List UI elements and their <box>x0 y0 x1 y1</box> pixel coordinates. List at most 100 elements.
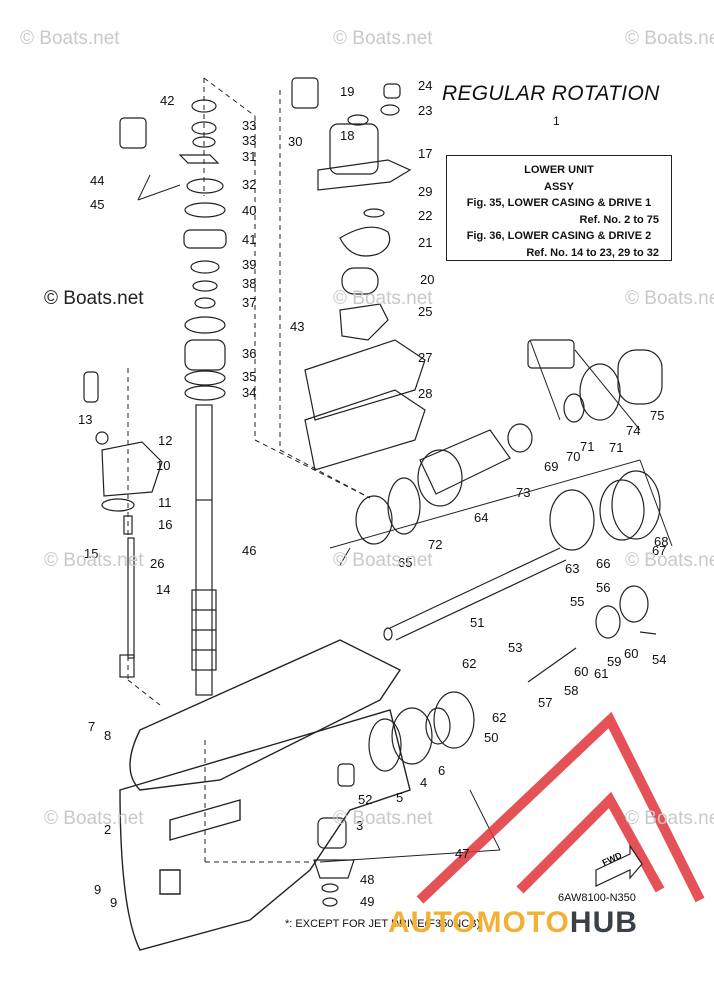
callout-number: 5 <box>396 790 403 805</box>
callout-number: 9 <box>110 895 117 910</box>
callout-number: 13 <box>78 412 92 427</box>
leader-lines <box>137 174 673 863</box>
assy-line: Ref. No. 2 to 75 <box>579 213 659 226</box>
watermark: © Boats.net <box>333 808 433 829</box>
callout-number: 34 <box>242 385 256 400</box>
watermark-dark: © Boats.net <box>44 288 144 309</box>
callout-number: 16 <box>158 517 172 532</box>
callout-number: 71 <box>609 440 623 455</box>
callout-number: 67 <box>652 543 666 558</box>
callout-number: 31 <box>242 149 256 164</box>
callout-number: 57 <box>538 695 552 710</box>
callout-number: 11 <box>158 495 172 510</box>
callout-number: 62 <box>492 710 506 725</box>
callout-number: 40 <box>242 203 256 218</box>
callout-number: 71 <box>580 439 594 454</box>
callout-number: 23 <box>418 103 432 118</box>
callout-number: 37 <box>242 295 256 310</box>
callout-number: 49 <box>360 894 374 909</box>
callout-number: 59 <box>607 654 621 669</box>
callout-number: 19 <box>340 84 354 99</box>
callout-number: 46 <box>242 543 256 558</box>
guide-lines <box>127 77 371 863</box>
assy-line: ASSY <box>544 180 574 193</box>
rotation-title: REGULAR ROTATION <box>442 82 660 105</box>
callout-number: 45 <box>90 197 104 212</box>
callout-number: 12 <box>158 433 172 448</box>
callout-number: 48 <box>360 872 374 887</box>
callout-number: 70 <box>566 449 580 464</box>
callout-number: 4 <box>420 775 427 790</box>
watermark: © Boats.net <box>44 808 144 829</box>
callout-number: 20 <box>420 272 434 287</box>
callout-number: 25 <box>418 304 432 319</box>
callout-number: 65 <box>398 555 412 570</box>
watermark: © Boats.net <box>625 288 714 309</box>
callout-number: 68 <box>654 534 668 549</box>
callout-number: 41 <box>242 232 256 247</box>
logo-part1: AUTOMOTO <box>388 906 570 939</box>
callout-number: 32 <box>242 177 256 192</box>
footnote: *: EXCEPT FOR JET DRIVE(F350NCB) <box>285 918 481 930</box>
callout-number: 18 <box>340 128 354 143</box>
callout-number: 22 <box>418 208 432 223</box>
callout-number: 42 <box>160 93 174 108</box>
callout-number: 52 <box>358 792 372 807</box>
callout-number: 43 <box>290 319 304 334</box>
propeller-shaft <box>313 547 657 907</box>
watermark: © Boats.net <box>333 550 433 571</box>
assy-line: Ref. No. 14 to 23, 29 to 32 <box>526 246 659 259</box>
callout-number: 53 <box>508 640 522 655</box>
assy-line: Fig. 35, LOWER CASING & DRIVE 1 <box>466 197 652 209</box>
callout-number: 6 <box>438 763 445 778</box>
automotohub-emblem <box>416 711 705 904</box>
callout-number: 29 <box>418 184 432 199</box>
callout-number: 10 <box>156 458 170 473</box>
callout-number: 60 <box>574 664 588 679</box>
water-pump-assembly <box>304 83 426 471</box>
watermark: © Boats.net <box>44 550 144 571</box>
callout-number: 55 <box>570 594 584 609</box>
assy-ref-number: 1 <box>553 114 560 128</box>
callout-number: 61 <box>594 666 608 681</box>
callout-number: 50 <box>484 730 498 745</box>
callout-number: 51 <box>470 615 484 630</box>
shaft-column <box>178 99 227 696</box>
callout-number: 21 <box>418 235 432 250</box>
callout-number: 17 <box>418 146 432 161</box>
callout-number: 2 <box>104 822 111 837</box>
callout-number: 58 <box>564 683 578 698</box>
watermark: © Boats.net <box>625 808 714 829</box>
callout-number: 8 <box>104 728 111 743</box>
callout-number: 72 <box>428 537 442 552</box>
callout-number: 54 <box>652 652 666 667</box>
callout-number: 64 <box>474 510 488 525</box>
callout-number: 38 <box>242 276 256 291</box>
callout-number: 9 <box>94 882 101 897</box>
assy-line: LOWER UNIT <box>524 164 594 176</box>
callout-number: 36 <box>242 346 256 361</box>
prop-shaft-housing <box>355 339 663 551</box>
callout-number: 33 <box>242 118 256 133</box>
callout-number: 47 <box>455 846 469 861</box>
shift-rod-assembly <box>83 77 319 678</box>
callout-number: 39 <box>242 257 256 272</box>
callout-number: 7 <box>88 719 95 734</box>
callout-number: 60 <box>624 646 638 661</box>
callout-number: 35 <box>242 369 256 384</box>
watermark: © Boats.net <box>625 550 714 571</box>
callout-number: 28 <box>418 386 432 401</box>
logo-part2: HUB <box>569 906 638 939</box>
diagram-code: 6AW8100-N350 <box>558 892 636 904</box>
callout-number: 30 <box>288 134 302 149</box>
callout-number: 73 <box>516 485 530 500</box>
callout-number: 24 <box>418 78 432 93</box>
callout-number: 44 <box>90 173 104 188</box>
assembly-info-box: LOWER UNIT ASSY Fig. 35, LOWER CASING & … <box>446 155 672 261</box>
callout-number: 27 <box>418 350 432 365</box>
assy-line: Fig. 36, LOWER CASING & DRIVE 2 <box>466 230 652 242</box>
watermark: © Boats.net <box>333 28 433 49</box>
callout-number: 26 <box>150 556 164 571</box>
